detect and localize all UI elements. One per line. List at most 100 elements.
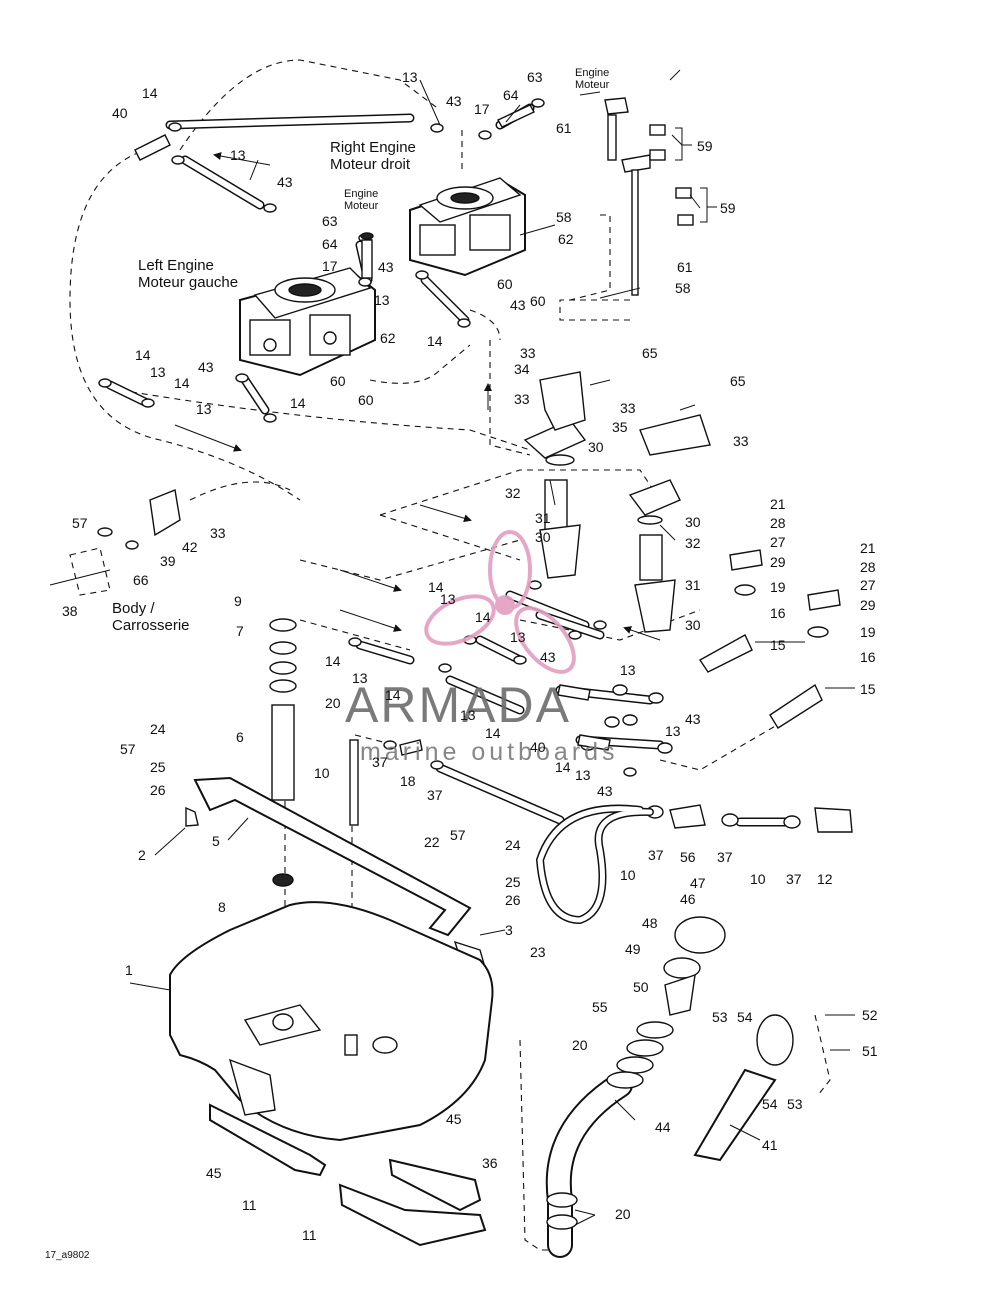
callout: 25 (150, 759, 166, 775)
callout: 29 (770, 554, 786, 570)
callout: 26 (150, 782, 166, 798)
fill-hose (535, 804, 654, 925)
callout: 14 (428, 579, 444, 595)
callout: 41 (762, 1137, 778, 1153)
callout: 42 (182, 539, 198, 555)
callout: 40 (112, 105, 128, 121)
callout: 21 (770, 496, 786, 512)
callout: 60 (358, 392, 374, 408)
callout: 24 (150, 721, 166, 737)
callout: 45 (206, 1165, 222, 1181)
callout: 61 (556, 120, 572, 136)
left-engine-carburetor (239, 267, 376, 377)
callout: 24 (505, 837, 521, 853)
callout: 37 (372, 754, 388, 770)
callout: 46 (680, 891, 696, 907)
callout: 62 (380, 330, 396, 346)
callout: 33 (514, 391, 530, 407)
callout: 39 (160, 553, 176, 569)
callout: 14 (427, 333, 443, 349)
callout: 33 (520, 345, 536, 361)
logo-hub (495, 595, 515, 615)
callout: 28 (860, 559, 876, 575)
right-engine-carburetor (409, 177, 526, 277)
left-engine-label-en: Left Engine (138, 257, 214, 274)
callout: 20 (615, 1206, 631, 1222)
callout: 33 (210, 525, 226, 541)
callout: 32 (505, 485, 521, 501)
callout: 60 (497, 276, 513, 292)
body-label-fr: Carrosserie (112, 617, 190, 634)
callout: 14 (142, 85, 158, 101)
callout: 30 (685, 514, 701, 530)
callout: 58 (675, 280, 691, 296)
callout: 14 (135, 347, 151, 363)
engine-labels: Right Engine Moteur droit Left Engine Mo… (45, 67, 610, 1261)
callout: 35 (612, 419, 628, 435)
callout: 37 (427, 787, 443, 803)
callout: 58 (556, 209, 572, 225)
figure-code: 17_a9802 (45, 1250, 90, 1261)
fuel-valves (698, 549, 841, 729)
watermark-brand: ARMADA (345, 677, 571, 733)
callout: 16 (770, 605, 786, 621)
part-callouts: 1 2 3 5 6 7 8 9 10 10 10 11 11 12 13 13 … (62, 69, 878, 1243)
callout: 13 (510, 629, 526, 645)
callout: 37 (786, 871, 802, 887)
callout: 27 (770, 534, 786, 550)
callout: 43 (685, 711, 701, 727)
callout: 45 (446, 1111, 462, 1127)
callout: 54 (737, 1009, 753, 1025)
logo-blade-right (514, 606, 576, 674)
filler-neck-assembly (545, 916, 794, 1258)
callout: 57 (72, 515, 88, 531)
body-mount-parts (49, 489, 181, 596)
callout: 66 (133, 572, 149, 588)
body-label-en: Body / (112, 600, 155, 617)
right-engine-label-fr: Moteur droit (330, 156, 411, 173)
armada-watermark: ARMADA marine outboards (345, 530, 615, 766)
callout: 62 (558, 231, 574, 247)
callout: 55 (592, 999, 608, 1015)
left-engine-label-fr: Moteur gauche (138, 274, 238, 291)
callout: 13 (150, 364, 166, 380)
callout: 22 (424, 834, 440, 850)
right-engine-label-en: Right Engine (330, 139, 416, 156)
callout: 9 (234, 593, 242, 609)
callout: 47 (690, 875, 706, 891)
callout: 57 (120, 741, 136, 757)
callout: 6 (236, 729, 244, 745)
mounting-brackets (539, 371, 711, 456)
callout: 37 (717, 849, 733, 865)
callout: 13 (620, 662, 636, 678)
callout: 60 (330, 373, 346, 389)
callout: 43 (597, 783, 613, 799)
callout: 43 (378, 259, 394, 275)
callout: 17 (474, 101, 490, 117)
flow-arrows (174, 152, 661, 641)
callout: 1 (125, 962, 133, 978)
callout: 11 (242, 1197, 257, 1213)
callout: 53 (787, 1096, 803, 1112)
callout: 40 (530, 739, 546, 755)
callout: 56 (680, 849, 696, 865)
bracket-59-top (675, 127, 692, 161)
callout: 14 (385, 687, 401, 703)
callout: 63 (322, 213, 338, 229)
fuel-filter-assemblies (523, 419, 681, 633)
callout: 43 (446, 93, 462, 109)
callout: 23 (530, 944, 546, 960)
callout: 44 (655, 1119, 671, 1135)
callout: 14 (485, 725, 501, 741)
callout: 10 (750, 871, 766, 887)
engine-top-label-en: Engine (575, 67, 609, 79)
callout: 7 (236, 623, 244, 639)
callout: 10 (620, 867, 636, 883)
callout: 13 (374, 292, 390, 308)
callout: 30 (535, 529, 551, 545)
callout: 17 (322, 258, 338, 274)
callout: 27 (860, 577, 876, 593)
engine-left-label-en: Engine (344, 188, 378, 200)
callout: 8 (218, 899, 226, 915)
